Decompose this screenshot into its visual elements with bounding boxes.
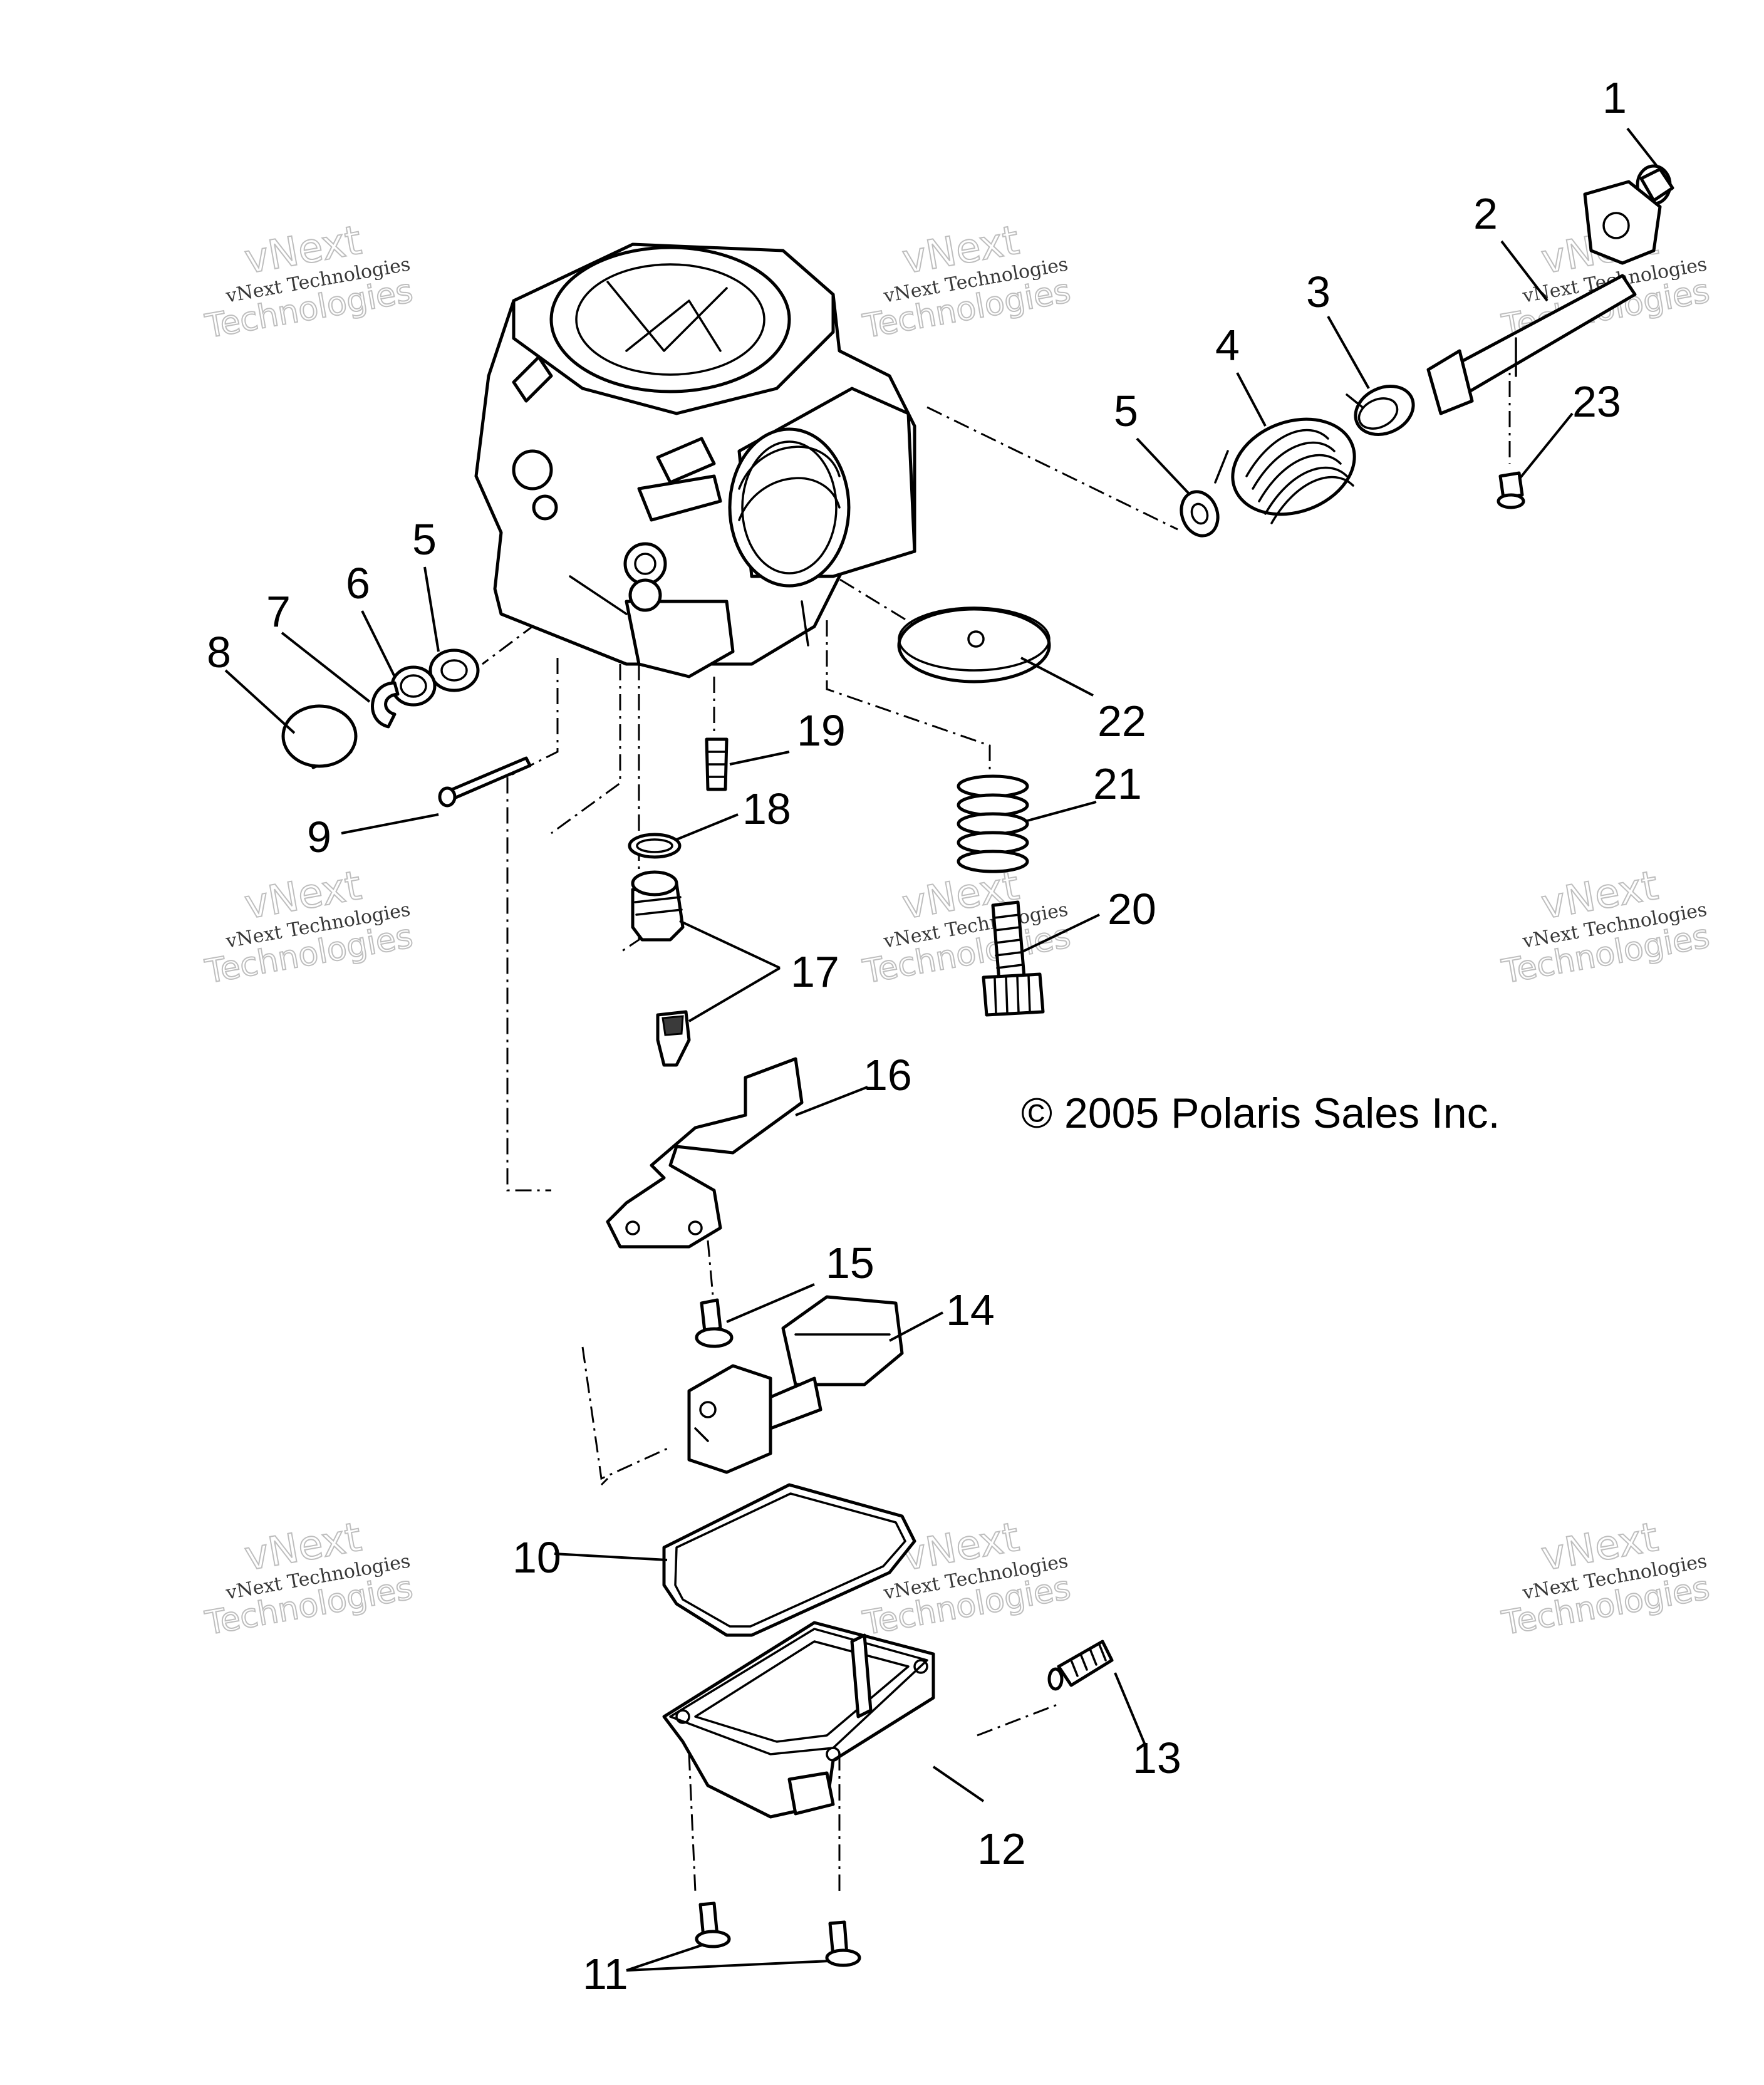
part-22-plate (897, 606, 1051, 684)
watermark: vNext vNext Technologies Technologies (1498, 1514, 1713, 1643)
callout-8: 8 (207, 628, 231, 677)
callout-12: 12 (977, 1824, 1026, 1873)
part-3-ring (1354, 385, 1415, 436)
watermark-grid: vNext vNext Technologies Technologies vN… (202, 217, 1713, 1643)
part-18-o-ring (628, 833, 682, 859)
callout-3: 3 (1306, 268, 1331, 316)
copyright-notice: © 2005 Polaris Sales Inc. (1021, 1089, 1500, 1137)
callout-23: 23 (1572, 377, 1621, 426)
part-9-screw (438, 756, 532, 808)
callout-16: 16 (863, 1051, 912, 1100)
part-5-washer-lower (428, 648, 480, 692)
part-15-screw (695, 1298, 734, 1348)
callout-19: 19 (797, 706, 846, 755)
part-20-adjuster (982, 900, 1045, 1017)
watermark: vNext vNext Technologies Technologies (1498, 862, 1713, 992)
part-13-drain-screw (1047, 1640, 1114, 1691)
callout-5-lower: 5 (412, 515, 437, 564)
part-14-float (687, 1295, 904, 1474)
carburetor-body (474, 242, 916, 679)
part-21-spring (957, 774, 1029, 873)
callout-2: 2 (1473, 189, 1498, 238)
callout-13: 13 (1133, 1734, 1181, 1782)
callout-14: 14 (946, 1286, 995, 1334)
callout-7: 7 (266, 587, 291, 636)
watermark: vNext vNext Technologies Technologies (859, 862, 1074, 992)
watermark: vNext vNext Technologies Technologies (202, 1514, 416, 1643)
watermark: vNext vNext Technologies Technologies (202, 862, 416, 992)
watermark: vNext vNext Technologies Technologies (202, 217, 416, 346)
leader-lines (224, 127, 1658, 1972)
part-5-washer-upper (1180, 490, 1220, 538)
part-6-o-ring (390, 665, 437, 707)
part-11-screw-right (825, 1920, 861, 1967)
callout-4: 4 (1215, 321, 1240, 370)
callout-15: 15 (826, 1239, 874, 1287)
callout-6: 6 (346, 559, 370, 608)
callout-20: 20 (1108, 885, 1156, 933)
assembly-lines (482, 351, 1511, 1893)
callout-21: 21 (1093, 759, 1142, 808)
part-7-clip (371, 681, 400, 729)
part-8-cap (281, 704, 358, 769)
callout-9: 9 (307, 813, 331, 861)
callout-22: 22 (1097, 697, 1146, 746)
callout-labels: 1 2 3 4 5 23 5 6 7 8 9 22 19 18 21 20 17… (207, 73, 1627, 1999)
callout-5-upper: 5 (1114, 387, 1138, 435)
part-2-shaft (1426, 180, 1662, 415)
part-23-screw (1497, 471, 1525, 509)
callout-17: 17 (791, 947, 839, 996)
part-17-needle (656, 1010, 691, 1067)
part-17-needle-seat (631, 870, 685, 942)
part-11-screw-left (695, 1901, 731, 1948)
callout-11: 11 (583, 1950, 628, 1999)
part-16-bracket (606, 1057, 804, 1249)
callout-10: 10 (512, 1533, 561, 1582)
part-12-float-bowl (662, 1621, 935, 1819)
callout-18: 18 (742, 784, 791, 833)
part-4-spring (1214, 393, 1364, 524)
part-10-gasket (662, 1483, 916, 1637)
callout-1: 1 (1602, 73, 1627, 122)
part-19-jet (705, 737, 729, 791)
watermark: vNext vNext Technologies Technologies (859, 217, 1074, 346)
